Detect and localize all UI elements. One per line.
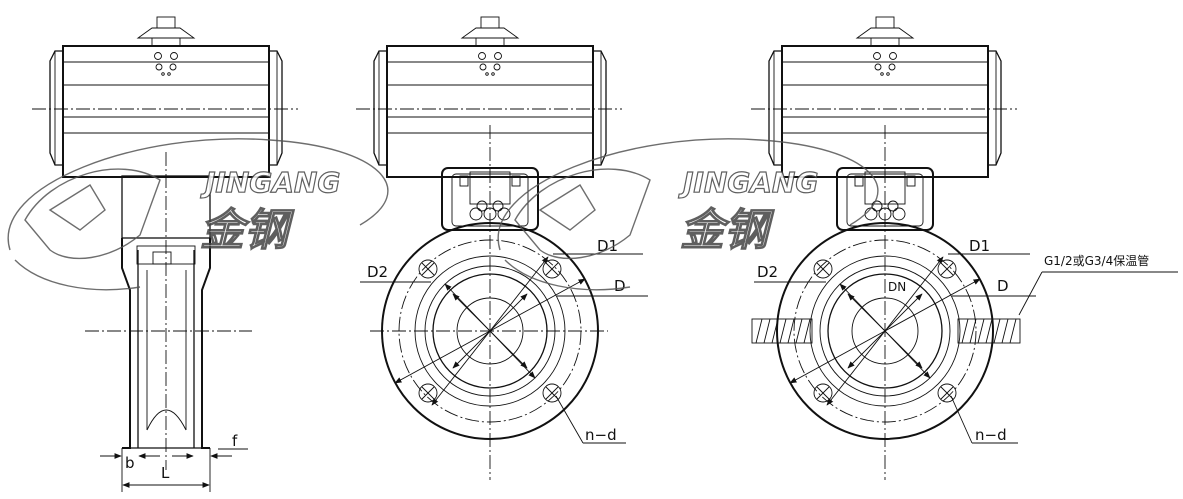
dim-D2-label-front: D2 [367, 263, 388, 281]
jacket-pipe-note: G1/2或G3/4保温管 [1044, 253, 1149, 268]
watermark-chinese-left: 金钢 [200, 205, 295, 256]
watermark-chinese-right: 金钢 [680, 205, 775, 256]
dim-L-label: L [161, 464, 170, 482]
watermark-right: JINGANG 金钢 [497, 138, 879, 291]
dim-D2-label-jacketed: D2 [757, 263, 778, 281]
dim-nd-label-jacketed: n−d [975, 426, 1007, 444]
dim-D-label-front: D [614, 277, 626, 295]
jacket-pipe-right [957, 318, 1021, 344]
dim-D1-label-front: D1 [597, 237, 618, 255]
dim-D-label-jacketed: D [997, 277, 1009, 295]
dim-nd-label-front: n−d [585, 426, 617, 444]
dim-b-label: b [125, 454, 135, 472]
watermark-latin-right: JINGANG [678, 166, 818, 199]
watermark-left: JINGANG 金钢 [7, 138, 389, 291]
side-view: b L f [32, 16, 298, 492]
dim-D1-label-jacketed: D1 [969, 237, 990, 255]
watermark-latin-left: JINGANG [200, 166, 340, 199]
front-view-jacketed: D1 D2 D DN n−d G1/2或G3/4保温管 [751, 16, 1178, 480]
dim-f-label: f [232, 432, 238, 450]
front-view: D1 D2 D n−d [356, 16, 648, 480]
jacket-pipe-left [751, 318, 813, 344]
dim-DN-label: DN [888, 280, 906, 294]
